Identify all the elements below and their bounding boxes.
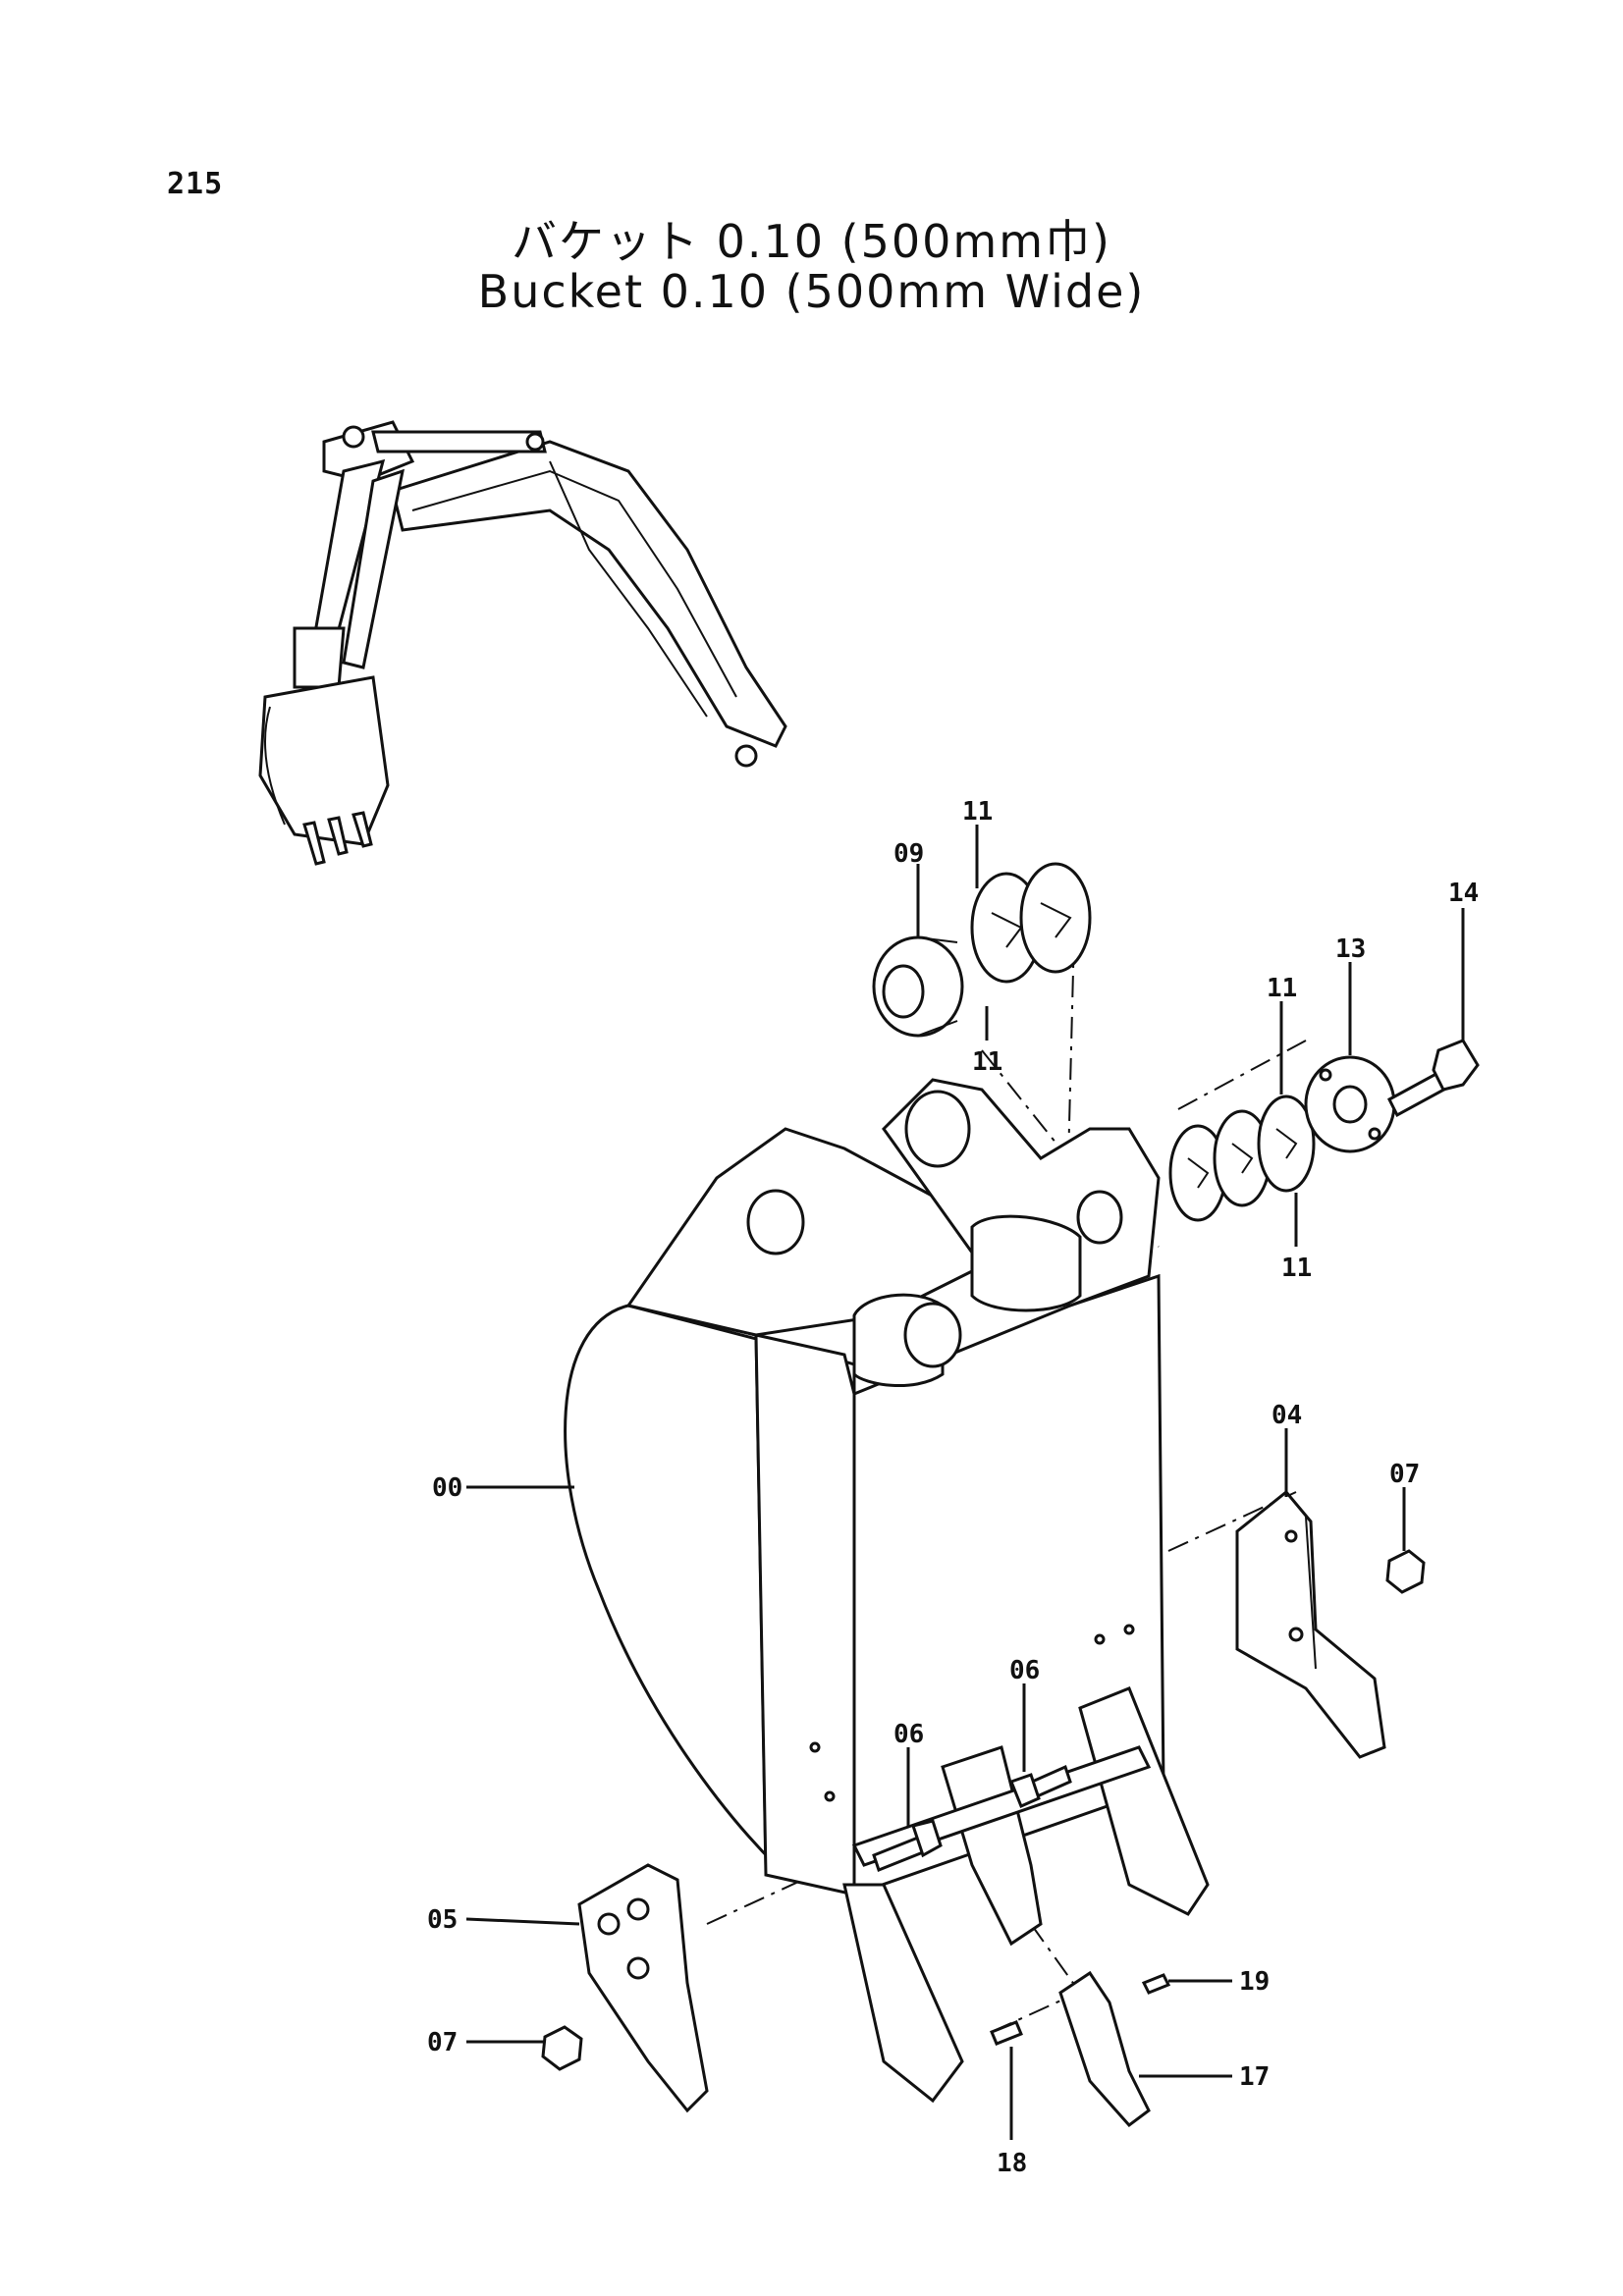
part-19-pin [1141, 1973, 1171, 1995]
excavator-arm-overview-illustration [258, 420, 787, 866]
page-title-english: Bucket 0.10 (500mm Wide) [477, 265, 1146, 318]
page-number: 215 [167, 167, 224, 201]
page-title-japanese: バケット 0.10 (500mm巾) [512, 215, 1111, 268]
callout-07-left: 07 [427, 2028, 458, 2057]
callout-11-upper: 11 [962, 797, 993, 827]
part-07-nut-left [541, 2025, 583, 2071]
callout-17: 17 [1239, 2062, 1270, 2092]
callout-14: 14 [1448, 879, 1479, 908]
callout-labels: 09 11 11 11 11 13 14 04 07 00 06 06 05 0… [427, 797, 1479, 2178]
part-18-lock [990, 2020, 1023, 2046]
part-11-shims-right [1168, 1095, 1316, 1222]
callout-leader-lines [465, 825, 1465, 2140]
callout-04: 04 [1271, 1401, 1302, 1430]
callout-06-upper: 06 [1009, 1656, 1040, 1685]
callout-18: 18 [997, 2149, 1027, 2178]
callout-07-right: 07 [1389, 1460, 1420, 1489]
callout-19: 19 [1239, 1967, 1270, 1997]
callout-13: 13 [1335, 934, 1366, 964]
bucket-body [564, 1078, 1210, 2104]
callout-11-lower: 11 [972, 1047, 1002, 1077]
callout-11-right-lower: 11 [1281, 1254, 1312, 1283]
part-13-plate [1304, 1055, 1396, 1153]
part-04-side-cutter-right [1235, 1489, 1386, 1759]
callout-11-right-upper: 11 [1267, 974, 1297, 1003]
callout-00: 00 [432, 1473, 462, 1503]
callout-05: 05 [427, 1905, 458, 1935]
part-17-tooth [1058, 1970, 1151, 2128]
part-14-bolt [1387, 1039, 1480, 1118]
part-06-bolt-a [872, 1819, 943, 1872]
part-07-nut-right [1385, 1549, 1426, 1594]
part-05-side-cutter-left [577, 1863, 709, 2113]
part-06-bolt-b [1009, 1764, 1072, 1809]
part-11-shims-upper [970, 862, 1092, 984]
callout-06-lower: 06 [893, 1720, 924, 1749]
callout-09: 09 [893, 839, 924, 869]
part-09-bushing [872, 935, 964, 1038]
